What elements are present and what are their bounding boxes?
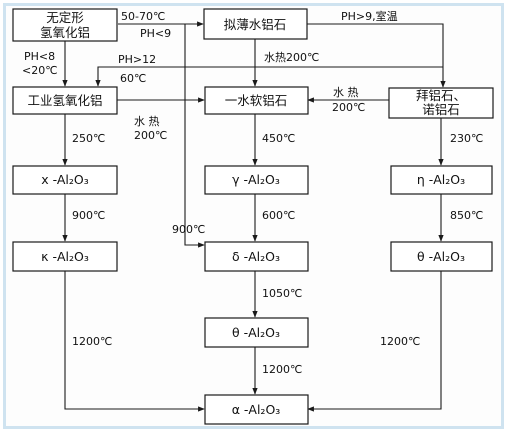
node-kappa-box [12,241,118,272]
label-50-70c: 50-70℃ [121,10,165,23]
node-chi-label: x -Al₂O₃ [41,172,89,187]
node-boehmite-box [204,86,309,115]
edge-thin-to-bayerite [307,23,446,88]
label-industrial-hydrothermal: 水 热 [134,115,160,128]
node-thin-box [203,8,308,40]
edge-kappa-to-alpha [64,271,205,412]
label-bayerite-200c: 200℃ [332,101,365,114]
label-1200c-kappa: 1200℃ [72,335,112,348]
label-ph-gt-12: PH>12 [118,53,156,66]
figure-border [3,3,504,429]
node-bayerite-line2: 诺铝石 [422,102,460,117]
node-amorphous-box [12,8,118,42]
node-delta-box [204,241,309,272]
edge-ph12-to-industrial [95,66,443,87]
label-ph-lt-8: PH<8 [24,50,55,63]
node-labels: 无定形 氢氧化铝 拟薄水铝石 工业氢氧化铝 一水软铝石 拜铝石、 诺铝石 x -… [27,10,466,417]
node-amorphous-line1: 无定形 [46,10,84,25]
edge-thin-to-delta [184,24,205,248]
label-lt-20c: <20℃ [22,64,58,77]
node-thin-label: 拟薄水铝石 [224,17,287,32]
node-theta-mid-label: θ -Al₂O₃ [232,325,280,340]
label-bayerite-hydrothermal: 水 热 [333,86,359,99]
label-450c: 450℃ [262,132,295,145]
label-900c-thin: 900℃ [172,223,205,236]
label-1200c-theta-right: 1200℃ [380,335,420,348]
nodes [12,8,494,425]
label-230c: 230℃ [450,132,483,145]
label-industrial-200c: 200℃ [134,129,167,142]
node-bayerite-line1: 拜铝石、 [416,88,466,103]
node-gamma-label: γ -Al₂O₃ [232,172,280,187]
edge-theta-right-to-alpha [307,271,442,412]
node-theta-right-box [390,241,493,272]
node-industrial-box [12,86,118,115]
node-alpha-label: α -Al₂O₃ [232,402,281,417]
edges [62,21,446,412]
node-delta-label: δ -Al₂O₃ [232,249,280,264]
label-1050c: 1050℃ [262,287,302,300]
node-boehmite-label: 一水软铝石 [225,93,288,108]
edge-labels: 50-70℃ PH<9 PH>9,室温 PH>12 60℃ PH<8 <20℃ … [22,9,483,376]
label-ph-lt-9: PH<9 [140,27,171,40]
node-eta-label: η -Al₂O₃ [417,172,465,187]
label-900c-chi: 900℃ [72,209,105,222]
node-industrial-label: 工业氢氧化铝 [27,93,102,108]
node-bayerite-box [388,87,494,119]
label-250c: 250℃ [72,132,105,145]
node-alpha-box [204,394,309,425]
node-gamma-box [204,165,309,195]
node-kappa-label: κ -Al₂O₃ [41,249,89,264]
node-theta-mid-box [204,317,309,348]
label-600c: 600℃ [262,209,295,222]
node-eta-box [390,165,493,195]
node-amorphous-line2: 氢氧化铝 [40,25,90,40]
label-1200c-theta-mid: 1200℃ [262,363,302,376]
label-ph-gt-9-room-temp: PH>9,室温 [341,9,398,23]
node-chi-box [12,165,118,195]
label-850c: 850℃ [450,209,483,222]
label-hydrothermal-200c: 水热200℃ [264,51,319,64]
label-60c: 60℃ [120,72,146,85]
node-theta-right-label: θ -Al₂O₃ [417,249,465,264]
